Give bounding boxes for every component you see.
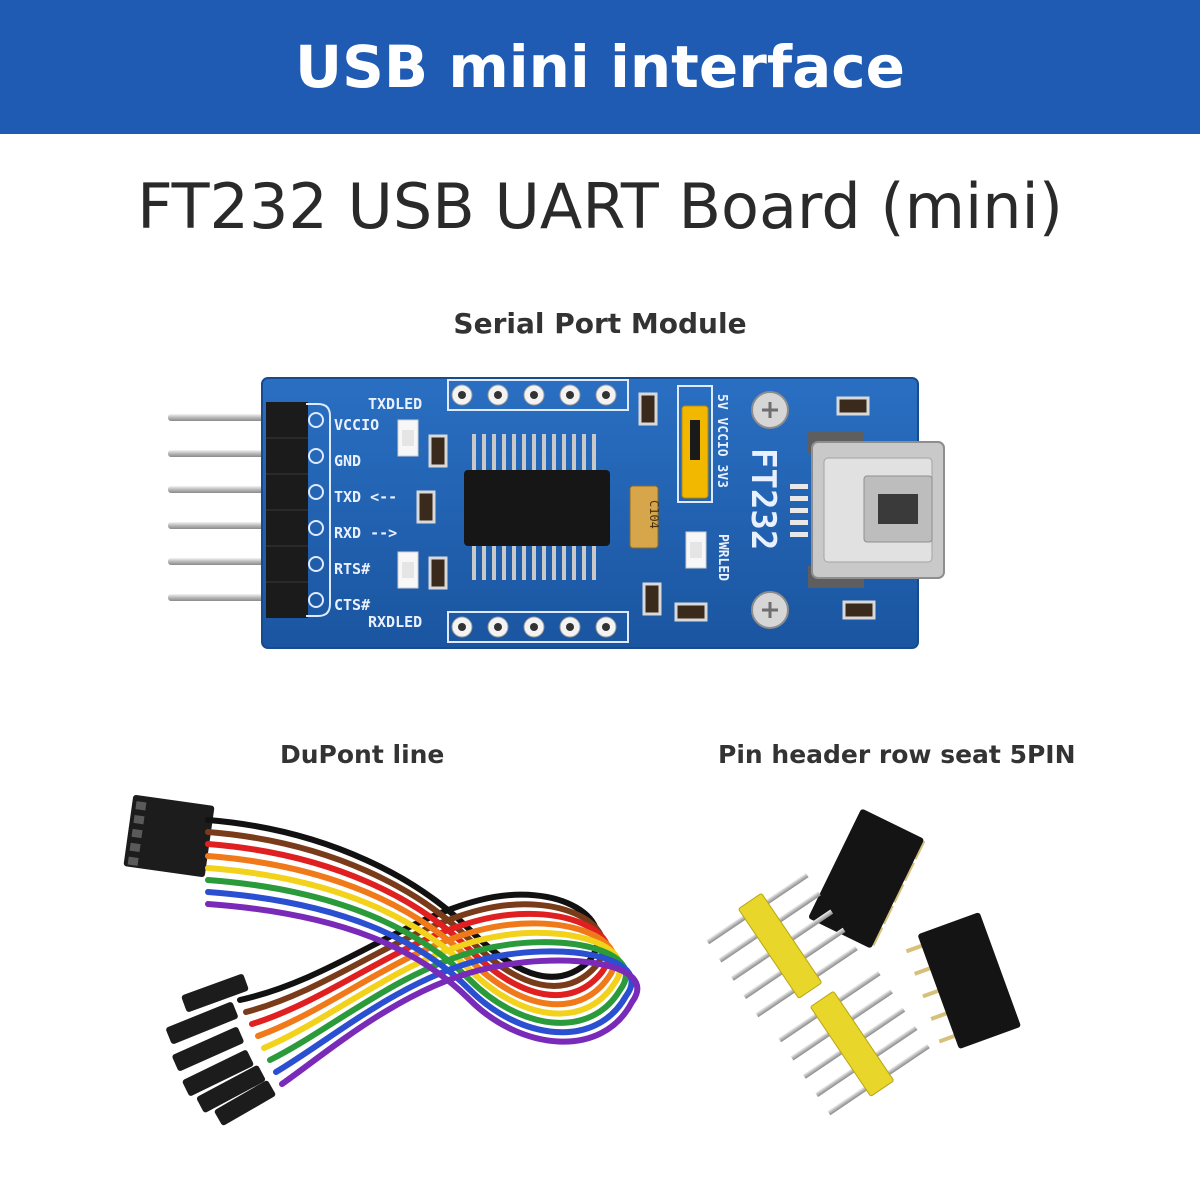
led-icon — [397, 419, 707, 589]
board-header-pins — [168, 414, 268, 601]
pin-label-gnd: GND — [334, 452, 361, 470]
pin-header-caption: Pin header row seat 5PIN — [718, 740, 1076, 769]
module-caption: Serial Port Module — [453, 307, 747, 340]
pin-label-rxd: RXD --> — [334, 524, 397, 542]
mini-usb-connector-icon[interactable] — [790, 432, 945, 588]
dupont-caption: DuPont line — [280, 740, 445, 769]
capacitor-label: C104 — [647, 500, 661, 529]
rxdled-label: RXDLED — [368, 613, 422, 631]
pin-label-rts: RTS# — [334, 560, 370, 578]
pwrled-label: PWRLED — [715, 534, 730, 581]
bottom-pad-row — [447, 611, 629, 643]
voltage-jumper[interactable] — [677, 385, 713, 503]
pin-header-set — [706, 809, 1021, 1116]
male-header-icon — [778, 970, 930, 1116]
smd-resistors — [416, 392, 876, 622]
dupont-line — [123, 795, 641, 1126]
male-header-icon — [706, 872, 858, 1018]
top-banner: USB mini interface — [0, 0, 1200, 134]
top-pad-row — [447, 379, 629, 411]
ft232-chip — [464, 434, 610, 580]
tantalum-capacitor: C104 — [629, 485, 661, 549]
pin-label-txd: TXD <-- — [334, 488, 397, 506]
pin-label-cts: CTS# — [334, 596, 370, 614]
female-header-icon — [905, 912, 1021, 1049]
board-model-label: FT232 — [743, 448, 783, 550]
ft232-board: VCCIO GND TXD <-- RXD --> RTS# CTS# TXDL… — [168, 377, 945, 649]
dupont-top-connector — [123, 795, 215, 877]
female-header-icon — [809, 809, 926, 948]
pin-label-vccio: VCCIO — [334, 416, 379, 434]
jumper-label: 5V VCCIO 3V3 — [714, 394, 729, 488]
txdled-label: TXDLED — [368, 395, 422, 413]
dupont-bottom-plugs — [166, 974, 276, 1126]
page-title: FT232 USB UART Board (mini) — [137, 170, 1063, 243]
screw-icon — [751, 391, 789, 629]
banner-title: USB mini interface — [295, 33, 905, 101]
